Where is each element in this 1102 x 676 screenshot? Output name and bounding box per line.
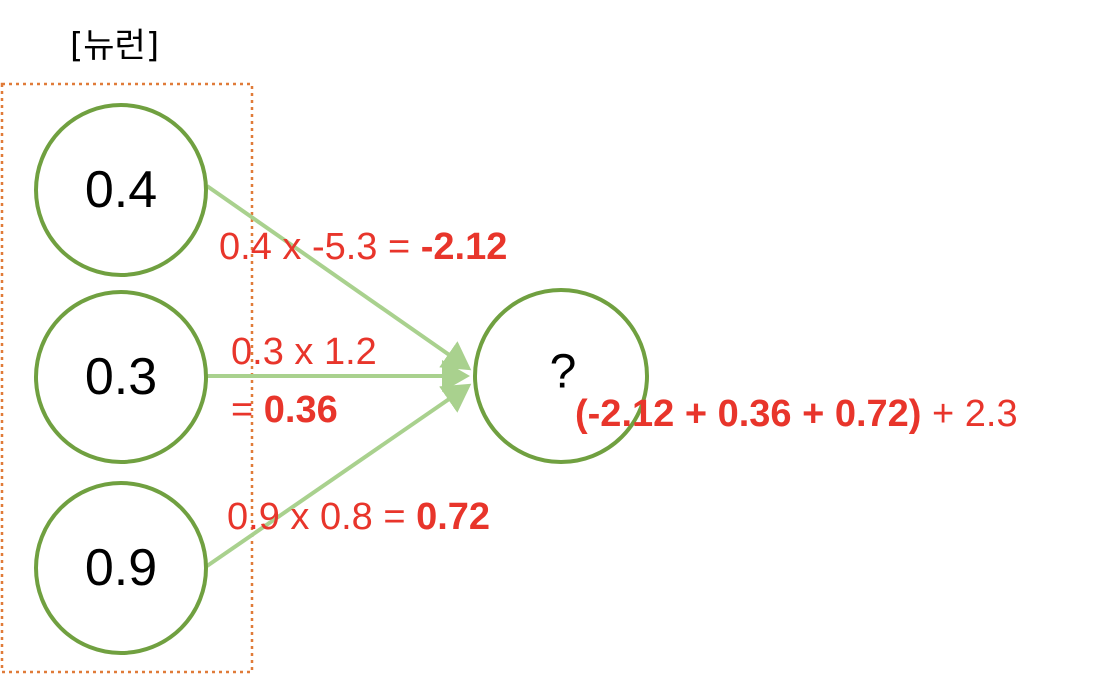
- sum-equation-tail: + 2.3: [921, 393, 1018, 435]
- input-neuron-3: 0.9: [34, 481, 208, 655]
- output-neuron: ?: [473, 288, 649, 464]
- sum-equation: (-2.12 + 0.36 + 0.72) + 2.3: [575, 395, 1018, 433]
- input-neuron-1: 0.4: [34, 103, 208, 277]
- equation-2-expr: 0.3 x 1.2: [231, 331, 377, 373]
- equation-2-line2: = 0.36: [231, 391, 338, 429]
- connection-arrow-3: [205, 383, 472, 568]
- connection-arrow-1: [205, 184, 472, 371]
- input-layer-box: [0, 82, 254, 674]
- input-neuron-3-value: 0.9: [85, 539, 157, 597]
- sum-equation-bold: (-2.12 + 0.36 + 0.72): [575, 393, 922, 435]
- equation-2-result: 0.36: [263, 389, 338, 431]
- neuron-title: [뉴런]: [70, 26, 160, 66]
- equation-3-result: 0.72: [416, 496, 491, 538]
- input-neuron-2: 0.3: [34, 290, 208, 464]
- equation-1-result: -2.12: [420, 226, 508, 268]
- output-neuron-value: ?: [550, 346, 577, 399]
- equation-3-expr: 0.9 x 0.8 =: [227, 496, 417, 538]
- equation-3: 0.9 x 0.8 = 0.72: [227, 498, 490, 536]
- equation-1: 0.4 x -5.3 = -2.12: [219, 228, 507, 266]
- input-neuron-1-value: 0.4: [85, 161, 157, 219]
- equation-2-line1: 0.3 x 1.2: [231, 333, 377, 371]
- equation-1-expr: 0.4 x -5.3 =: [219, 226, 421, 268]
- input-neuron-2-value: 0.3: [85, 348, 157, 406]
- equation-2-prefix: =: [231, 389, 264, 431]
